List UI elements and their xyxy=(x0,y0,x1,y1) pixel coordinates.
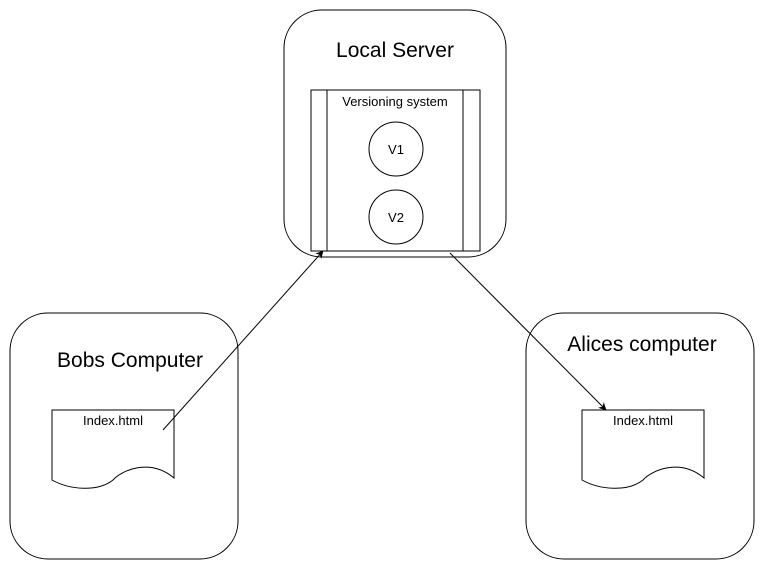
bobs-computer-node[interactable]: Bobs Computer Index.html xyxy=(9,312,239,560)
alices-file-shape[interactable] xyxy=(581,409,705,489)
bobs-file-label: Index.html xyxy=(83,413,143,428)
alices-file-document[interactable]: Index.html xyxy=(581,409,705,489)
version-circle-v1[interactable] xyxy=(368,121,424,177)
arrow-bob-to-server[interactable] xyxy=(162,250,324,431)
local-server-title: Local Server xyxy=(336,39,454,62)
bobs-file-document[interactable]: Index.html xyxy=(51,409,175,489)
version-label-v2: V2 xyxy=(388,210,404,225)
bobs-file-shape[interactable] xyxy=(51,409,175,489)
version-node-v1[interactable]: V1 xyxy=(368,121,424,177)
arrow-server-to-alice[interactable] xyxy=(449,252,607,411)
alices-computer-node[interactable]: Alices computer Index.html xyxy=(525,312,755,560)
version-label-v1: V1 xyxy=(388,142,404,157)
local-server-node[interactable]: Local Server Versioning system V1 V2 xyxy=(283,9,507,258)
version-circle-v2[interactable] xyxy=(368,189,424,245)
version-node-v2[interactable]: V2 xyxy=(368,189,424,245)
versioning-system-box[interactable]: Versioning system V1 V2 xyxy=(310,89,481,252)
alices-computer-title: Alices computer xyxy=(567,333,716,356)
versioning-system-label: Versioning system xyxy=(342,94,448,109)
bobs-computer-title: Bobs Computer xyxy=(57,349,203,372)
alices-file-label: Index.html xyxy=(613,413,673,428)
